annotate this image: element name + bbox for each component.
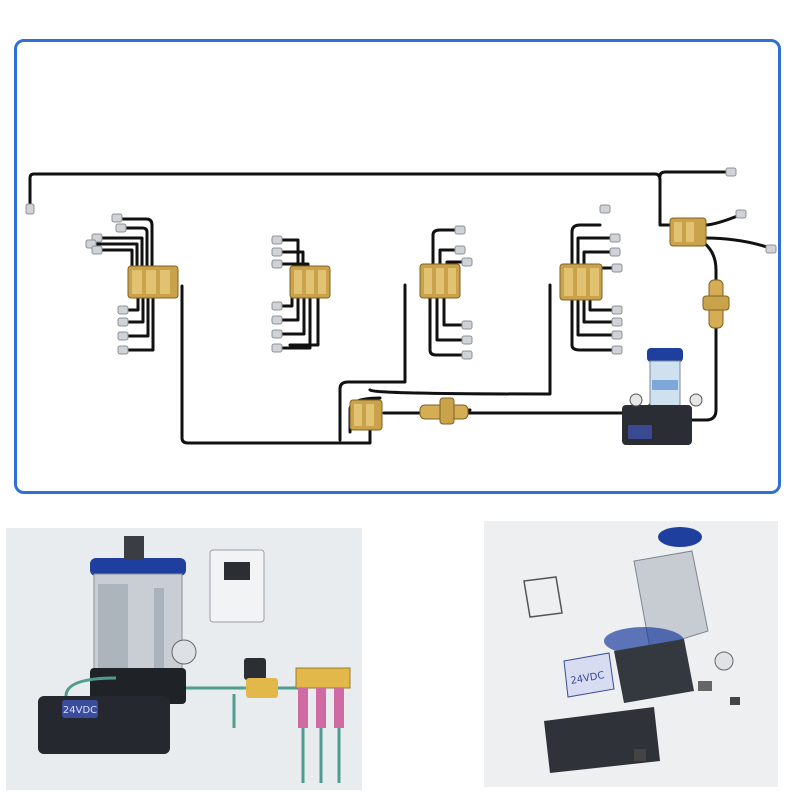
lubrication-schematic [25,167,777,445]
pressure-gauge-icon [714,651,734,671]
exploded-assembly-illustration: 24VDC [523,527,740,773]
controller-box-icon [209,549,265,623]
voltage-label-box [62,700,98,718]
progressive-distributor-icon [669,217,707,247]
voltage-label: 24VDC [63,705,97,716]
tube-fittings [25,167,777,360]
pump-base [614,639,694,703]
progressive-distributor-icon [127,265,179,299]
reservoir-cap [658,527,702,547]
reservoir-cap [90,558,186,576]
progressive-distributor-icon [349,399,383,431]
pump-installation-render: 24VDC [6,528,362,790]
grease-filter-icon [702,279,730,329]
pump-assembly-illustration: 24VDC [38,536,351,783]
pump-exploded-view: 24VDC [484,521,778,787]
grease-filter-icon [419,397,469,425]
progressive-distributor-icon [419,263,461,299]
pressure-gauge-icon [171,639,197,665]
progressive-distributor-icon [289,265,331,299]
reservoir [633,550,709,650]
progressive-distributor-icon [559,263,603,301]
lubrication-pump-icon [622,348,703,445]
solenoid-valve-icon [244,658,266,680]
